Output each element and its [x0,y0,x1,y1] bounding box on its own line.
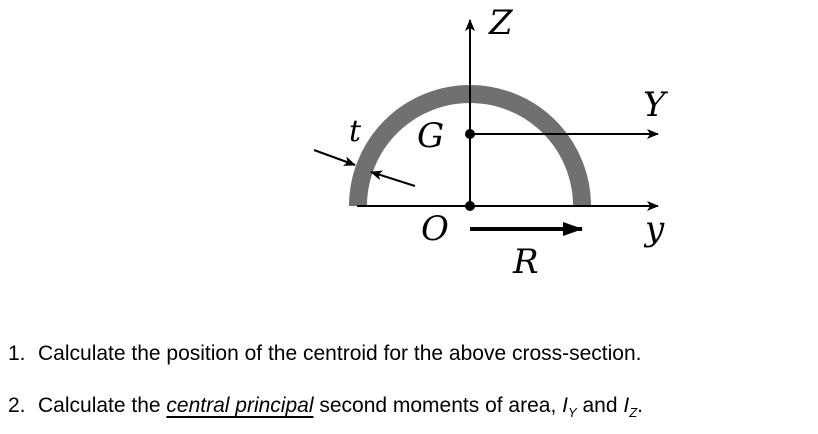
symbol-I: I [562,394,568,417]
period: . [637,394,644,417]
question-text-pre: Calculate the [38,394,167,417]
question-text: Calculate the position of the centroid f… [38,342,642,365]
thickness-arrow-outer [313,149,356,166]
subscript-Y: Y [567,405,577,421]
subscript-Z: Z [629,405,638,421]
origin-point-O [465,201,475,211]
label-R: R [512,242,539,282]
question-2: 2. Calculate the central principal second… [8,394,643,420]
label-Y: Y [643,85,669,125]
label-y: y [643,209,665,249]
conjunction: and [576,394,624,417]
cross-section-diagram: Z Y y G O R t [313,3,669,282]
label-G: G [417,116,444,156]
thickness-arrow-inner [370,170,416,187]
label-t: t [349,114,362,149]
centroid-point-G [465,129,475,139]
question-number: 2. [8,394,26,417]
question-1: 1. Calculate the position of the centroid… [8,342,642,366]
label-O: O [421,209,449,249]
question-text-post: second moments of area, [313,394,563,417]
question-number: 1. [8,342,26,365]
symbol-I: I [623,394,630,417]
label-Z: Z [488,3,514,43]
emphasized-term: central principal [166,394,314,417]
